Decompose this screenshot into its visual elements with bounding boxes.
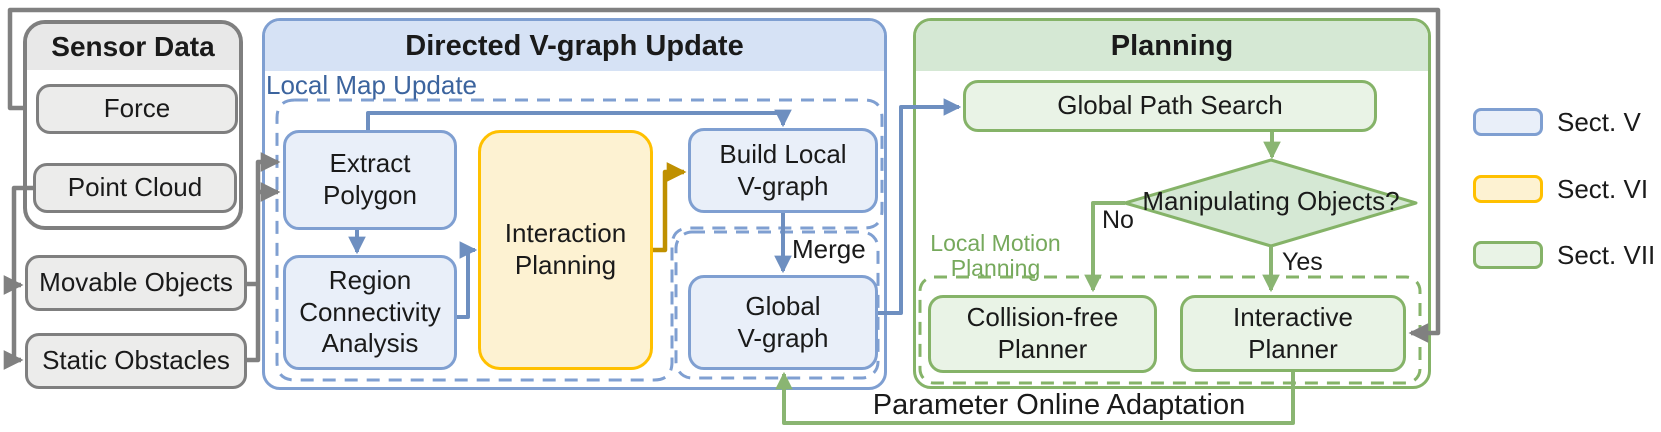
planning-header: Planning <box>916 21 1428 71</box>
parameter-online-adaptation-arrow <box>775 371 1295 425</box>
extract-polygon-box: Extract Polygon <box>283 130 457 230</box>
planning-title: Planning <box>1110 29 1234 62</box>
interaction-planning-box: Interaction Planning <box>478 130 653 370</box>
local-map-update-dashed-region <box>275 98 884 382</box>
legend-label-sect-vi: Sect. VI <box>1557 174 1649 204</box>
decision-label: Manipulating Objects? <box>1142 186 1400 216</box>
movable-objects-box: Movable Objects <box>25 255 247 311</box>
force-feedback-loop-line <box>7 7 1441 343</box>
region-connectivity-box: Region Connectivity Analysis <box>283 255 457 370</box>
sensor-data-header: Sensor Data <box>27 24 239 70</box>
legend-swatch-sect-vi <box>1473 175 1543 203</box>
merge-label: Merge <box>792 234 866 264</box>
interaction-planning-to-build-local-arrow <box>653 162 687 253</box>
no-label: No <box>1102 206 1134 234</box>
region-connectivity-to-interaction-planning-arrow <box>457 241 478 319</box>
point-cloud-to-static-obstacles-arrow <box>3 185 34 370</box>
static-obstacles-box: Static Obstacles <box>25 333 247 389</box>
parameter-online-adaptation-label: Parameter Online Adaptation <box>872 389 1246 421</box>
legend-swatch-sect-vii <box>1473 241 1543 269</box>
sensor-data-title: Sensor Data <box>51 31 215 62</box>
interactive-planner-box: Interactive Planner <box>1180 295 1406 372</box>
local-map-update-label: Local Map Update <box>266 70 478 100</box>
build-local-vgraph-box: Build Local V-graph <box>688 128 878 213</box>
collision-free-planner-box: Collision-free Planner <box>928 295 1157 373</box>
vgraph-update-header: Directed V-graph Update <box>265 21 884 71</box>
yes-label: Yes <box>1282 248 1323 276</box>
legend-swatch-sect-v <box>1473 108 1543 136</box>
force-box: Force <box>36 84 238 134</box>
extract-polygon-to-build-local-arrow <box>366 109 792 130</box>
decision-no-arrow <box>1084 201 1125 293</box>
vgraph-update-title: Directed V-graph Update <box>405 29 744 62</box>
global-vgraph-box: Global V-graph <box>688 275 878 370</box>
global-vgraph-to-global-path-search-arrow <box>878 98 962 315</box>
point-cloud-box: Point Cloud <box>33 163 237 213</box>
global-path-search-box: Global Path Search <box>963 80 1377 132</box>
static-obstacles-to-extract-polygon-arrow <box>247 152 281 363</box>
legend-label-sect-vii: Sect. VII <box>1557 240 1656 270</box>
legend-label-sect-v: Sect. V <box>1557 107 1641 137</box>
local-motion-planning-label: Local Motion Planning <box>930 230 1061 281</box>
